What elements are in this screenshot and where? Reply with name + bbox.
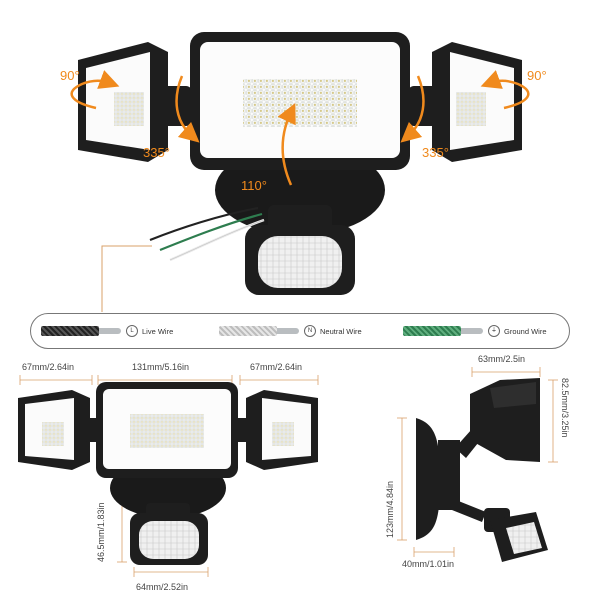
front-right-panel xyxy=(246,390,318,470)
live-wire-label: Live Wire xyxy=(142,326,174,336)
top-product-view: 90° 90° 335° 335° 110° xyxy=(60,32,547,312)
power-wires xyxy=(149,206,265,262)
live-wire-item: L Live Wire xyxy=(41,314,173,348)
left-panel-width-label: 67mm/2.64in xyxy=(22,362,74,372)
ground-icon: ⏚ xyxy=(488,325,500,337)
left-light-panel xyxy=(78,42,192,162)
side-dimension-view: 63mm/2.5in 82.5mm/3.25in 123mm/4.84in 40… xyxy=(385,354,570,569)
motion-sensor xyxy=(245,205,355,295)
front-motion-sensor xyxy=(130,503,208,565)
right-arm-rotation-label: 335° xyxy=(422,145,449,160)
live-wire-symbol: L xyxy=(126,325,138,337)
front-center-panel xyxy=(96,382,238,478)
center-light-panel xyxy=(190,32,410,170)
sensor-height-label: 46.5mm/1.83in xyxy=(96,502,106,562)
wire-callout-line xyxy=(101,245,152,312)
rotation-arrows xyxy=(70,70,530,186)
panel-height-label: 82.5mm/3.25in xyxy=(560,378,570,438)
center-panel-rotation-label: 110° xyxy=(241,178,267,193)
neutral-wire-swatch xyxy=(219,326,277,336)
wire-legend: L Live Wire N Neutral Wire ⏚ Ground Wire xyxy=(30,313,570,349)
ground-wire-item: ⏚ Ground Wire xyxy=(403,314,547,348)
center-panel-width-label: 131mm/5.16in xyxy=(132,362,189,372)
front-left-panel xyxy=(18,390,90,470)
front-dimension-view: 67mm/2.64in 131mm/5.16in 67mm/2.64in 46.… xyxy=(18,362,319,592)
side-depth-label: 63mm/2.5in xyxy=(478,354,525,364)
left-arm-rotation-label: 335° xyxy=(143,145,170,160)
ground-wire-label: Ground Wire xyxy=(504,326,547,336)
right-light-panel xyxy=(408,42,522,162)
neutral-wire-label: Neutral Wire xyxy=(320,326,362,336)
live-wire-swatch xyxy=(41,326,99,336)
neutral-wire-item: N Neutral Wire xyxy=(219,314,362,348)
mount-depth-label: 40mm/1.01in xyxy=(402,559,454,569)
right-panel-rotation-label: 90° xyxy=(527,68,547,83)
right-panel-width-label: 67mm/2.64in xyxy=(250,362,302,372)
mount-height-label: 123mm/4.84in xyxy=(385,481,395,538)
side-wall-plate xyxy=(416,418,440,540)
left-panel-rotation-label: 90° xyxy=(60,68,80,83)
neutral-wire-symbol: N xyxy=(304,325,316,337)
sensor-width-label: 64mm/2.52in xyxy=(136,582,188,592)
ground-wire-swatch xyxy=(403,326,461,336)
